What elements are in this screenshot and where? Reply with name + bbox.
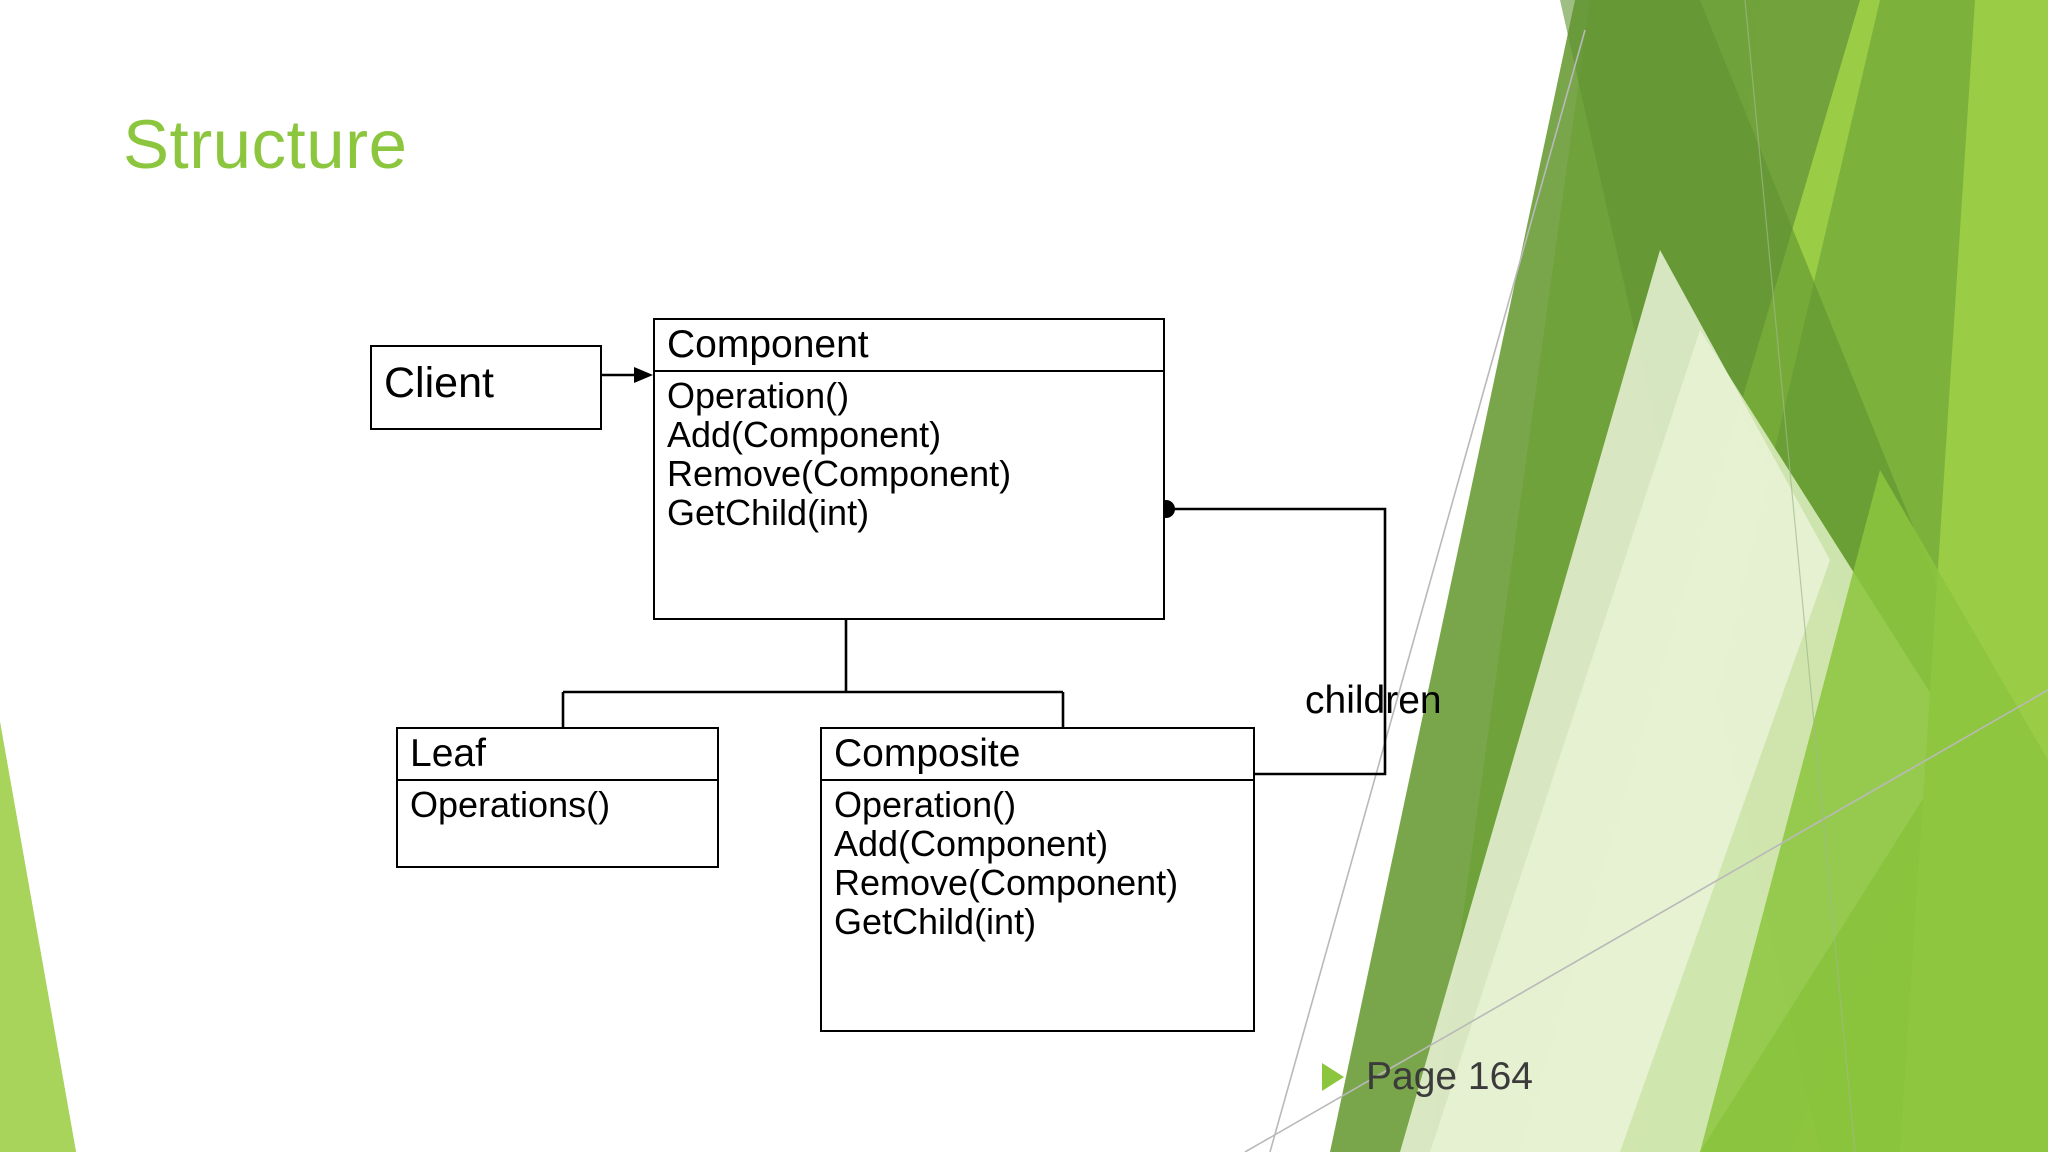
page-number-label: Page 164: [1366, 1055, 1533, 1098]
uml-box-composite[interactable]: Composite Operation() Add(Component) Rem…: [820, 727, 1255, 1032]
connector-label-children: children: [1305, 679, 1442, 722]
uml-box-component-title: Component: [667, 323, 869, 366]
uml-box-leaf[interactable]: Leaf Operations(): [396, 727, 719, 868]
uml-method: Operation(): [667, 374, 850, 416]
uml-box-composite-methods: Operation() Add(Component) Remove(Compon…: [822, 781, 1253, 948]
uml-box-component[interactable]: Component Operation() Add(Component) Rem…: [653, 318, 1165, 620]
uml-method: Add(Component): [834, 822, 1109, 864]
uml-box-composite-title: Composite: [834, 732, 1021, 775]
uml-method: Remove(Component): [667, 453, 1012, 495]
uml-box-leaf-methods: Operations(): [398, 781, 717, 830]
uml-method: Remove(Component): [834, 862, 1179, 904]
uml-method: Operations(): [410, 783, 611, 825]
uml-method: GetChild(int): [834, 901, 1037, 943]
uml-box-leaf-title: Leaf: [410, 732, 486, 775]
uml-box-component-methods: Operation() Add(Component) Remove(Compon…: [655, 372, 1163, 539]
uml-box-client-title: Client: [384, 359, 494, 407]
uml-method: Operation(): [834, 783, 1017, 825]
page-title: Structure: [123, 106, 408, 183]
uml-box-client[interactable]: Client: [370, 345, 602, 430]
uml-box-composite-divider: [822, 778, 1253, 781]
uml-box-component-divider: [655, 369, 1163, 372]
uml-method: Add(Component): [667, 413, 942, 455]
footer: Page 164: [1322, 1057, 1533, 1096]
triangle-right-icon: [1322, 1062, 1344, 1091]
uml-method: GetChild(int): [667, 492, 870, 534]
uml-box-leaf-divider: [398, 778, 717, 781]
